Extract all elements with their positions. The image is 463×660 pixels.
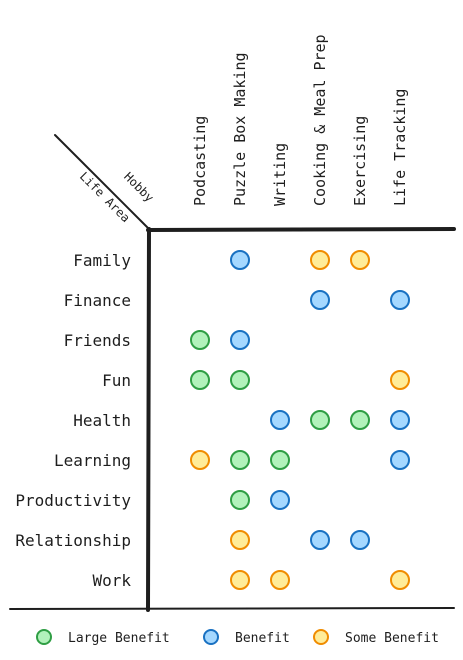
col-header-writing: Writing: [271, 143, 289, 206]
cell-work-life-tracking-some-marker: [390, 570, 410, 590]
row-label-work: Work: [92, 571, 131, 590]
header-divider: [146, 227, 456, 232]
cell-productivity-puzzle-box-making-large-marker: [230, 490, 250, 510]
col-header-cooking-and-meal-prep: Cooking & Meal Prep: [311, 34, 329, 206]
benefit-cells: [190, 250, 410, 590]
life-area-row-labels: FamilyFinanceFriendsFunHealthLearningPro…: [15, 251, 131, 590]
legend-benefit-label: Benefit: [235, 631, 290, 646]
cell-relationship-cooking-and-meal-prep-benefit-marker: [310, 530, 330, 550]
cell-work-writing-some-marker: [270, 570, 290, 590]
cell-fun-life-tracking-some-marker: [390, 370, 410, 390]
row-label-friends: Friends: [64, 331, 131, 350]
cell-fun-podcasting-large-marker: [190, 370, 210, 390]
col-header-exercising: Exercising: [351, 116, 369, 206]
col-header-life-tracking: Life Tracking: [391, 89, 409, 206]
cell-productivity-writing-benefit-marker: [270, 490, 290, 510]
cell-health-exercising-large-marker: [350, 410, 370, 430]
legend-benefit-marker: [203, 629, 219, 645]
cell-learning-podcasting-some-marker: [190, 450, 210, 470]
cell-relationship-puzzle-box-making-some-marker: [230, 530, 250, 550]
cell-relationship-exercising-benefit-marker: [350, 530, 370, 550]
cell-friends-puzzle-box-making-benefit-marker: [230, 330, 250, 350]
row-label-learning: Learning: [54, 451, 131, 470]
cell-health-life-tracking-benefit-marker: [390, 410, 410, 430]
cell-work-puzzle-box-making-some-marker: [230, 570, 250, 590]
col-header-puzzle-box-making: Puzzle Box Making: [231, 52, 249, 206]
legend-divider: [9, 607, 455, 610]
row-label-family: Family: [73, 251, 131, 270]
legend-some-marker: [313, 629, 329, 645]
cell-finance-cooking-and-meal-prep-benefit-marker: [310, 290, 330, 310]
cell-learning-writing-large-marker: [270, 450, 290, 470]
row-label-finance: Finance: [64, 291, 131, 310]
cell-family-puzzle-box-making-benefit-marker: [230, 250, 250, 270]
row-label-divider: [146, 227, 151, 612]
row-label-relationship: Relationship: [15, 531, 131, 550]
row-label-productivity: Productivity: [15, 491, 131, 510]
legend: Large Benefit Benefit Some Benefit: [36, 629, 439, 646]
corner-hobby-label: Hobby: [121, 169, 156, 204]
corner-diagonal: [54, 134, 151, 231]
cell-family-cooking-and-meal-prep-some-marker: [310, 250, 330, 270]
legend-some-label: Some Benefit: [345, 631, 439, 646]
cell-learning-life-tracking-benefit-marker: [390, 450, 410, 470]
cell-finance-life-tracking-benefit-marker: [390, 290, 410, 310]
legend-large-label: Large Benefit: [68, 631, 170, 646]
cell-fun-puzzle-box-making-large-marker: [230, 370, 250, 390]
cell-friends-podcasting-large-marker: [190, 330, 210, 350]
cell-learning-puzzle-box-making-large-marker: [230, 450, 250, 470]
cell-family-exercising-some-marker: [350, 250, 370, 270]
row-label-health: Health: [73, 411, 131, 430]
row-label-fun: Fun: [102, 371, 131, 390]
cell-health-writing-benefit-marker: [270, 410, 290, 430]
cell-health-cooking-and-meal-prep-large-marker: [310, 410, 330, 430]
col-header-podcasting: Podcasting: [191, 116, 209, 206]
legend-large-marker: [36, 629, 52, 645]
